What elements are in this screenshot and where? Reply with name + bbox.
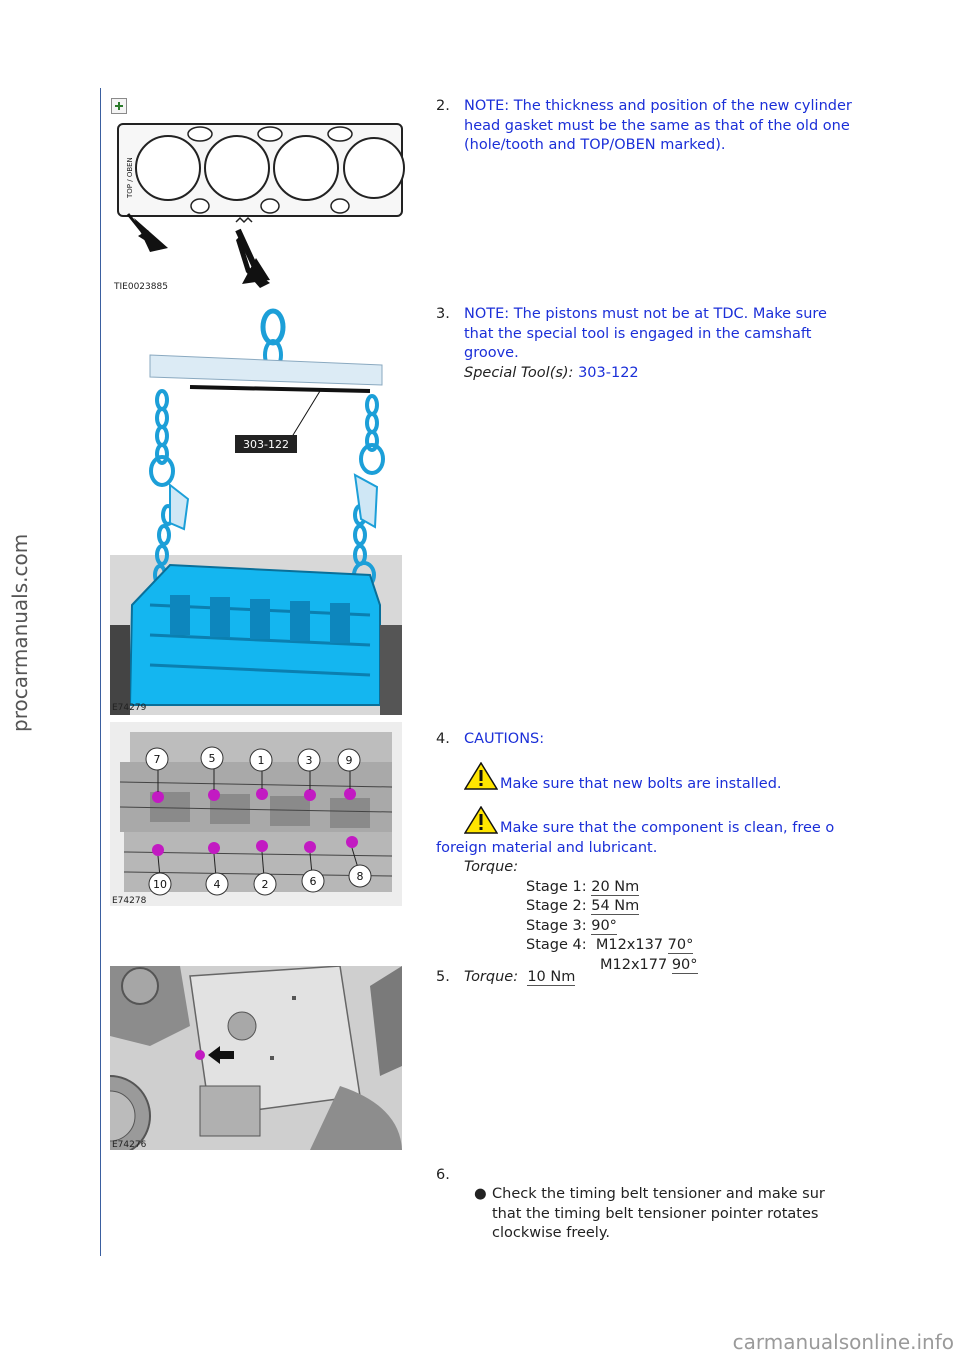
step-3: 3. NOTE: The pistons must not be at TDC.… — [436, 305, 876, 383]
bolt-label: 7 — [154, 753, 161, 766]
figure-caption: TIE0023885 — [113, 282, 168, 292]
warning-icon — [464, 761, 498, 790]
bolt-label: 1 — [258, 754, 265, 767]
bolt-label: 4 — [214, 878, 221, 891]
figure-cylinder-head-gasket: TOP / OBEN TIE0023885 — [113, 123, 405, 292]
figure-caption: E74278 — [112, 896, 147, 906]
step-number: 4. — [436, 731, 450, 747]
step-number: 5. — [436, 969, 450, 985]
bullet-dot: ● — [474, 1186, 487, 1202]
bullet-item: ● Check the timing belt tensioner and ma… — [474, 1186, 825, 1241]
torque-stage-4: Stage 4: M12x137 70° — [526, 937, 694, 954]
step-6: 6. ● Check the timing belt tensioner and… — [436, 1166, 876, 1244]
special-tool-link[interactable]: 303-122 — [578, 364, 639, 381]
bolt-label: 10 — [153, 878, 167, 891]
step-number: 2. — [436, 98, 450, 114]
side-watermark: procarmanuals.com — [8, 533, 32, 732]
cautions-heading: CAUTIONS: — [464, 731, 545, 747]
figure-caption: E74276 — [112, 1140, 147, 1150]
special-tool-label: Special Tool(s): — [464, 364, 574, 381]
step-5: 5. Torque: 10 Nm — [436, 968, 876, 988]
left-rule — [100, 88, 101, 1256]
gasket-top-oben-label: TOP / OBEN — [126, 157, 134, 199]
step-2: 2. NOTE: The thickness and position of t… — [436, 97, 876, 156]
step-number: 3. — [436, 306, 450, 322]
figure-caption: E74279 — [112, 703, 147, 713]
bolt-label: 3 — [306, 754, 313, 767]
bolt-label: 2 — [262, 878, 269, 891]
bolt-label: 8 — [357, 870, 364, 883]
torque-stage-2: Stage 2: 54 Nm — [526, 898, 640, 915]
torque-stage-4-sub: M12x177 90° — [600, 956, 698, 974]
torque-stage-3: Stage 3: 90° — [526, 917, 617, 935]
zoom-icon[interactable] — [111, 98, 127, 114]
tool-label: 303-122 — [243, 438, 289, 451]
step-4: 4. CAUTIONS: Make sure that new bolts ar… — [436, 730, 876, 975]
caution-2-line-1: Make sure that the component is clean, f… — [500, 820, 835, 836]
step-3-note-line-1: NOTE: The pistons must not be at TDC. Ma… — [464, 306, 827, 322]
caution-2-line-2: foreign material and lubricant. — [436, 839, 658, 856]
bolt-label: 5 — [209, 752, 216, 765]
step-3-note-line-3: groove. — [464, 345, 519, 361]
torque-label: Torque: — [464, 859, 519, 875]
torque-value: 10 Nm — [527, 969, 576, 986]
torque-label: Torque: — [464, 969, 519, 985]
bottom-watermark: carmanualsonline.info — [732, 1330, 954, 1354]
warning-icon — [464, 806, 498, 834]
caution-1: Make sure that new bolts are installed. — [500, 775, 782, 792]
bolt-label: 9 — [346, 754, 353, 767]
torque-stage-1: Stage 1: 20 Nm — [526, 878, 640, 896]
step-2-note: NOTE: The thickness and position of the … — [464, 98, 852, 153]
bolt-label: 6 — [310, 875, 317, 888]
figure-lifting-special-tool: 303-122 E74279 — [110, 305, 402, 715]
figure-cylinder-head-bolts: 7 5 1 3 9 10 4 2 6 8 E74278 — [110, 722, 402, 906]
step-3-note-line-2: that the special tool is engaged in the … — [464, 325, 812, 342]
step-number: 6. — [436, 1167, 450, 1183]
figure-engine-front: E74276 — [110, 966, 402, 1150]
